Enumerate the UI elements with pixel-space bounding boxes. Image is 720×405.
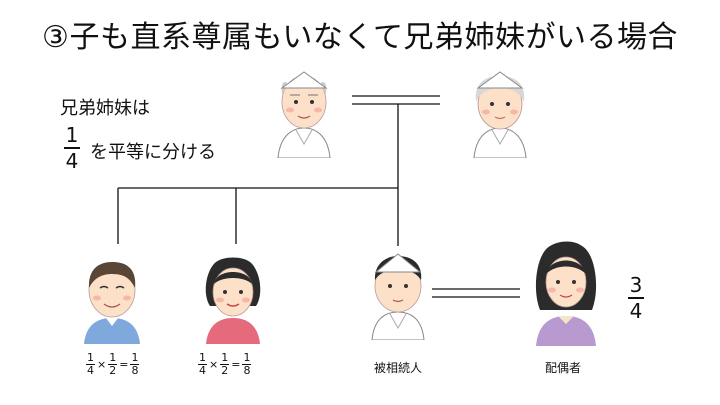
fraction-denominator: 8 (131, 364, 139, 377)
multiply-sign: × (97, 358, 107, 371)
sister-icon (205, 257, 261, 344)
brother-icon (84, 262, 140, 344)
sibling-total-fraction: 1 4 (64, 124, 80, 172)
fraction-denominator: 4 (87, 364, 94, 377)
fraction-denominator: 2 (109, 364, 117, 377)
fraction-denominator: 8 (243, 364, 251, 377)
fraction-bar (64, 147, 80, 149)
fraction-denominator: 4 (199, 364, 206, 377)
fraction-numerator: 1 (87, 351, 94, 364)
equals-sign: = (119, 358, 129, 371)
fraction-numerator: 1 (243, 351, 251, 364)
fraction-denominator: 4 (629, 298, 643, 323)
fraction-numerator: 1 (109, 351, 117, 364)
fraction-numerator: 1 (65, 123, 79, 147)
page-title: ③子も直系尊属もいなくて兄弟姉妹がいる場合 (42, 20, 678, 55)
fraction-numerator: 1 (131, 351, 139, 364)
multiply-sign: × (209, 358, 219, 371)
sibling-note-line1: 兄弟姉妹は (60, 98, 150, 119)
deceased-grandmother-icon (473, 71, 527, 158)
deceased-person-icon (371, 253, 425, 340)
sibling-note-rest: を平等に分ける (90, 142, 216, 163)
deceased-label: 被相続人 (374, 361, 423, 375)
spouse-share-fraction: 3 4 (628, 274, 644, 322)
fraction-numerator: 1 (199, 351, 206, 364)
fraction-denominator: 2 (221, 364, 229, 377)
fraction-bar (628, 297, 644, 299)
equals-sign: = (231, 358, 241, 371)
fraction-denominator: 4 (65, 148, 79, 173)
fraction-numerator: 3 (629, 273, 643, 297)
spouse-label: 配偶者 (545, 361, 582, 375)
deceased-grandfather-icon (277, 71, 331, 158)
fraction-numerator: 1 (221, 351, 229, 364)
spouse-icon (535, 241, 597, 346)
